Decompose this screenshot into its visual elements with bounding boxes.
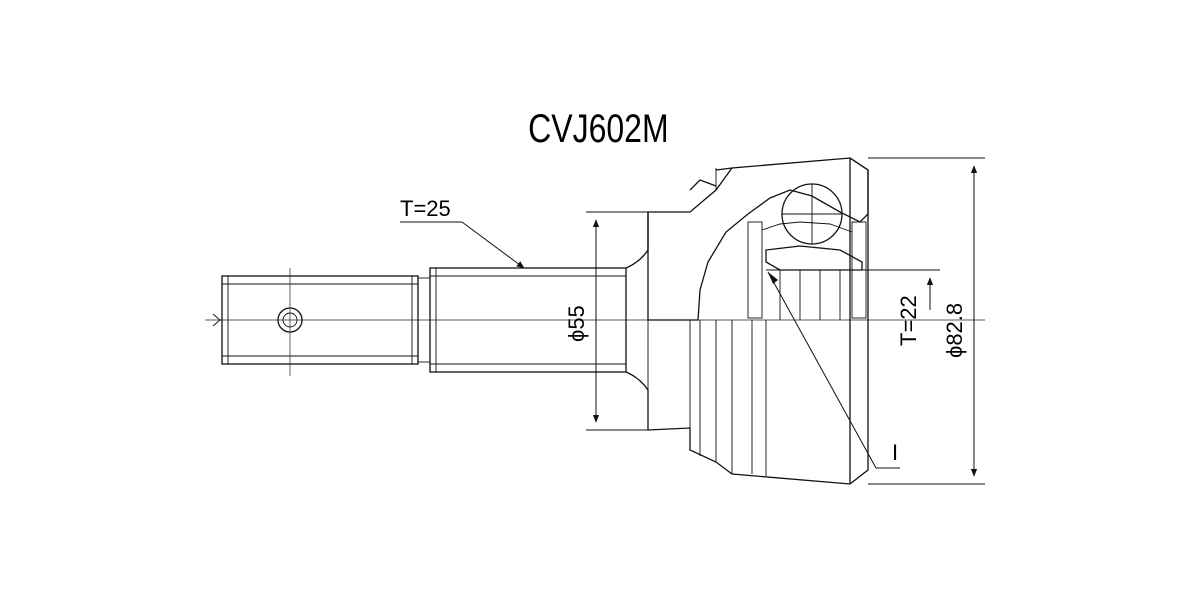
shaft-diameter-label: ϕ55 bbox=[564, 305, 589, 342]
inner-race-assembly bbox=[747, 183, 867, 320]
inner-spline-label: T=22 bbox=[896, 295, 921, 346]
leader-shaft-spline: T=25 bbox=[400, 196, 525, 269]
shaft-spline-label: T=25 bbox=[400, 196, 451, 221]
inner-marker-label: I bbox=[892, 440, 898, 465]
outer-diameter-label: ϕ82.8 bbox=[942, 303, 967, 358]
dim-outer-diameter: ϕ82.8 bbox=[868, 157, 985, 485]
dim-shaft-diameter: ϕ55 bbox=[564, 211, 648, 431]
leader-inner-marker: I bbox=[767, 271, 900, 469]
dim-inner-spline: T=22 bbox=[862, 269, 940, 346]
axis-arrow-icon bbox=[212, 313, 221, 327]
outer-housing bbox=[647, 157, 869, 485]
part-number-title: CVJ602M bbox=[528, 106, 668, 151]
